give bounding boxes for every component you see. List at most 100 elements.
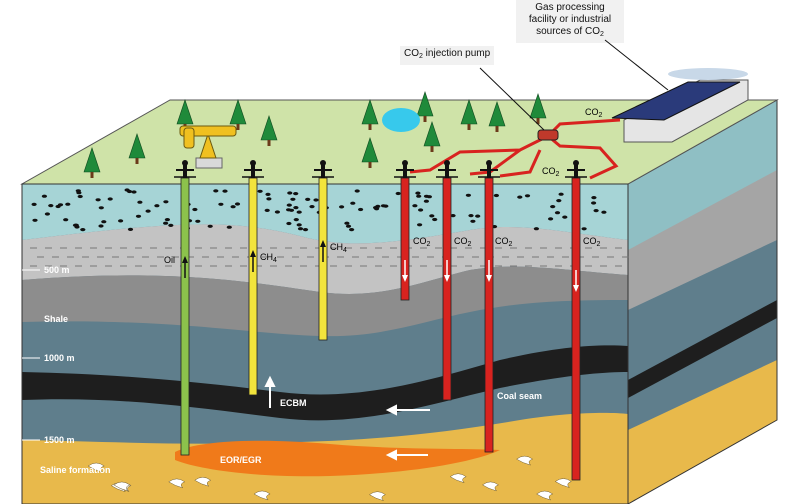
aquifer-dot (287, 191, 293, 195)
aquifer-dot (550, 205, 556, 209)
aquifer-dot (558, 192, 564, 196)
arrow-down-icon (402, 260, 408, 282)
aquifer-dot (339, 205, 345, 209)
aquifer-dot (77, 194, 83, 199)
co2-well-label-4: CO2 (583, 236, 600, 248)
aquifer-dot (95, 198, 101, 202)
tree-icon (229, 99, 247, 130)
tree-icon (260, 115, 278, 146)
aquifer-dot (601, 210, 607, 214)
aquifer-dot (593, 209, 599, 213)
aquifer-dot (107, 197, 113, 201)
saline-marks (87, 455, 572, 502)
co2-w3-sub: 2 (508, 241, 513, 248)
aquifer-dot (415, 191, 421, 195)
aquifer-dot (65, 202, 71, 206)
saline-mark (253, 490, 271, 501)
aquifer-dot (137, 200, 143, 204)
depth-ticks (22, 269, 40, 441)
tree-icon (423, 121, 441, 152)
aquifer-dot (44, 212, 51, 216)
aquifer-dot (154, 204, 160, 208)
aquifer-dot (313, 198, 319, 202)
co2-well-label-1: CO2 (413, 236, 430, 248)
aquifer-dot (297, 227, 304, 231)
co2-w2-text: CO (454, 236, 468, 246)
aquifer-dot (257, 189, 263, 193)
aquifer-dot (302, 228, 309, 232)
aquifer-dot (350, 201, 356, 205)
wellhead-icon (436, 160, 458, 178)
depth-500: 500 m (44, 265, 70, 275)
co2-w1-text: CO (413, 236, 427, 246)
aquifer-dot (450, 214, 456, 218)
pump-label-sub: 2 (419, 53, 423, 60)
aquifer-dot (380, 204, 387, 208)
co2-well-label-3: CO2 (495, 236, 512, 248)
aquifer-dot (432, 217, 438, 222)
aquifer-dot (80, 228, 86, 232)
aquifer-dot (57, 203, 64, 207)
depth-1500: 1500 m (44, 435, 75, 445)
aquifer-dot (517, 195, 523, 199)
pipeline-co2-mid-sub: 2 (555, 171, 560, 178)
processing-facility (611, 68, 749, 143)
aquifer-dot (274, 210, 280, 214)
wellhead-icon (565, 160, 587, 178)
aquifer-dot (416, 194, 422, 198)
saline-mark (449, 473, 467, 484)
tree-icon (361, 137, 379, 168)
arrow-up-icon (320, 240, 326, 262)
saline-mark (113, 481, 131, 492)
saline-mark (87, 462, 105, 473)
wellhead-icon (174, 160, 196, 178)
aquifer-dot (135, 214, 142, 218)
saline-mark (194, 476, 212, 487)
aquifer-dot (145, 209, 151, 213)
pump-label-rest: injection pump (422, 48, 491, 59)
aquifer-dot (286, 208, 292, 212)
tree-icon (83, 147, 101, 178)
pipeline-co2-top-text: CO (585, 107, 599, 117)
coal-seam-label: Coal seam (497, 391, 543, 401)
facility-callout: Gas processing facility or industrial so… (516, 0, 624, 43)
co2-w3-text: CO (495, 236, 509, 246)
aquifer-dot (470, 219, 476, 223)
saline-mark (536, 490, 554, 501)
aquifer-dot (426, 195, 432, 199)
facility-line-3-text: sources of CO (536, 26, 600, 37)
co2-well-2 (436, 160, 458, 401)
aquifer-dot (524, 194, 531, 198)
aquifer-dot (556, 199, 562, 203)
aquifer-dot (230, 205, 236, 209)
saline-mark (482, 481, 500, 492)
ecbm-label: ECBM (280, 398, 307, 408)
wellhead-icon (478, 160, 500, 178)
aquifer-dot (63, 218, 69, 222)
aquifer-dot (124, 188, 130, 192)
aquifer-dot (554, 211, 561, 215)
co2-injection-pump (537, 129, 559, 141)
ch4-b-sub: 4 (343, 247, 347, 254)
pipeline-co2-top: CO2 (585, 107, 602, 119)
wells (174, 160, 587, 481)
oil-well (174, 160, 196, 456)
aquifer-dot (98, 206, 104, 210)
aquifer-dot (468, 214, 474, 218)
aquifer-dot (265, 192, 271, 196)
facility-line-3: sources of CO2 (520, 26, 620, 41)
ch4-well-b (312, 160, 334, 341)
aquifer-dot (101, 220, 107, 224)
aquifer-dot (417, 223, 423, 227)
aquifer-dot (465, 193, 471, 197)
block-side-face (627, 99, 778, 504)
shale-label: Shale (44, 314, 69, 324)
tree-icon (416, 91, 434, 122)
co2-well-1 (394, 160, 416, 301)
saline-mark (168, 478, 186, 489)
aquifer-dot (345, 224, 352, 228)
aquifer-dot (192, 207, 198, 212)
aquifer-dot (493, 193, 499, 198)
facility-line-3-sub: 2 (600, 31, 604, 38)
